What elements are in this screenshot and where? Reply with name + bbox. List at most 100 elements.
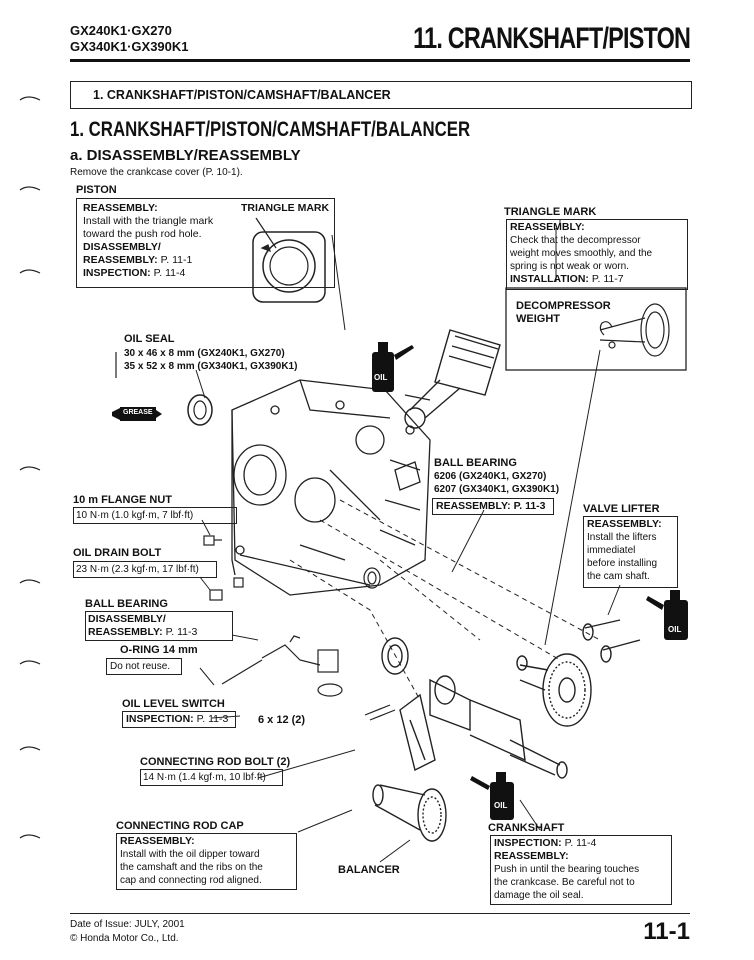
valve-lifter-line3: before installing <box>587 558 658 569</box>
section-title: 1. CRANKSHAFT/PISTON/CAMSHAFT/BALANCER <box>70 118 471 141</box>
decompressor-line1: Check that the decompressor <box>510 235 641 246</box>
bolt-drawing <box>364 704 396 721</box>
crankshaft-line1: Push in until the bearing touches <box>494 864 640 875</box>
flange-nut-torque: 10 N·m (1.0 kgf·m, 7 lbf·ft) <box>76 510 194 521</box>
oil-can-label: OIL <box>374 373 387 382</box>
valve-lifter-line2: immediatel <box>587 545 636 556</box>
decompressor-weight-label-1: DECOMPRESSOR <box>516 300 611 312</box>
margin-mark <box>19 466 41 471</box>
rod-cap-drawing <box>399 693 436 772</box>
ball-bearing-right-drawing <box>363 567 381 589</box>
decompressor-line3: spring is not weak or worn. <box>510 261 629 272</box>
piston-dis-reassembly-ref[interactable]: P. 11-1 <box>157 254 193 266</box>
valve-lifter-label: VALVE LIFTER <box>583 503 660 515</box>
ball-bearing-right-ref[interactable]: REASSEMBLY: P. 11-3 <box>436 500 546 512</box>
decompressor-drawing <box>599 303 670 357</box>
crankshaft-drawing <box>429 675 568 779</box>
grease-tube-icon <box>112 407 162 421</box>
balancer-label: BALANCER <box>338 864 400 876</box>
oring-note-box: Do not reuse. <box>106 658 182 675</box>
oil-level-switch-drawing <box>221 635 343 697</box>
valve-lifters-drawing <box>582 619 641 663</box>
footer-rule <box>70 913 690 914</box>
ball-bearing-left-box: DISASSEMBLY/ REASSEMBLY: P. 11-3 <box>85 611 233 641</box>
crankshaft-line2: the crankcase. Be careful not to <box>494 877 635 888</box>
valve-lifter-line4: the cam shaft. <box>587 571 650 582</box>
oil-level-switch-label: OIL LEVEL SWITCH <box>122 698 225 710</box>
oil-drain-bolt-label: OIL DRAIN BOLT <box>73 547 162 559</box>
oil-seal-size-1: 30 x 46 x 8 mm (GX240K1, GX270) <box>124 348 285 359</box>
decompressor-callout-box: REASSEMBLY: Check that the decompressor … <box>506 219 688 290</box>
chapter-title: 11. CRANKSHAFT/PISTON <box>412 22 691 55</box>
triangle-mark-label: TRIANGLE MARK <box>504 206 597 218</box>
camshaft-drawing <box>516 653 592 727</box>
bolt-size-label: 6 x 12 (2) <box>258 714 306 726</box>
margin-mark <box>19 269 41 274</box>
crankshaft-inspection-ref[interactable]: P. 11-4 <box>561 837 597 849</box>
ball-bearing-right-box: REASSEMBLY: P. 11-3 <box>432 498 554 515</box>
connecting-rod-cap-label: CONNECTING ROD CAP <box>116 820 244 832</box>
connecting-rod-bolt-torque: 14 N·m (1.4 kgf·m, 10 lbf·ft) <box>143 772 266 783</box>
oil-drain-bolt-torque: 23 N·m (2.3 kgf·m, 17 lbf·ft) <box>76 564 199 575</box>
oil-can-icon <box>646 590 688 640</box>
oring-note: Do not reuse. <box>110 661 171 672</box>
ball-bearing-left-heading-1: DISASSEMBLY/ <box>88 613 166 625</box>
oil-can-label: OIL <box>494 801 507 810</box>
piston-rod-drawing <box>404 329 501 429</box>
intro-text: Remove the crankcase cover (P. 10-1). <box>70 167 243 178</box>
piston-reassembly-line1: Install with the triangle mark <box>83 215 214 227</box>
margin-mark <box>19 96 41 101</box>
oil-can-icon <box>372 342 414 392</box>
connecting-rod-cap-line3: cap and connecting rod aligned. <box>120 875 262 886</box>
page-number: 11-1 <box>643 918 690 945</box>
oil-seal-drawing <box>187 394 213 426</box>
decompressor-frame <box>505 287 687 371</box>
oil-can-icon <box>470 772 514 820</box>
oil-level-switch-box: INSPECTION: P. 11-3 <box>122 711 236 728</box>
crankshaft-line3: damage the oil seal. <box>494 890 584 901</box>
toc-entry[interactable]: 1. CRANKSHAFT/PISTON/CAMSHAFT/BALANCER <box>93 88 391 102</box>
ball-bearing-left-heading-2: REASSEMBLY: <box>88 626 163 638</box>
model-line-2: GX340K1·GX390K1 <box>70 39 189 54</box>
piston-dis-reassembly-heading: REASSEMBLY: <box>83 254 158 266</box>
oil-level-switch-ref[interactable]: P. 11-3 <box>193 713 229 725</box>
subsection-title: a. DISASSEMBLY/REASSEMBLY <box>70 147 301 164</box>
decompressor-weight-label-2: WEIGHT <box>516 313 560 325</box>
ball-bearing-left-drawing <box>381 637 409 675</box>
connecting-rod-cap-callout-box: REASSEMBLY: Install with the oil dipper … <box>116 833 297 890</box>
grease-label: GREASE <box>123 409 153 416</box>
crankshaft-label: CRANKSHAFT <box>488 822 565 834</box>
ball-bearing-left-ref[interactable]: P. 11-3 <box>162 626 198 638</box>
margin-mark <box>19 746 41 751</box>
oil-level-switch-inspection-heading: INSPECTION: <box>126 713 194 725</box>
connecting-rod-bolt-torque-box: 14 N·m (1.4 kgf·m, 10 lbf·ft) <box>140 769 283 786</box>
crankshaft-reassembly-heading: REASSEMBLY: <box>494 850 569 862</box>
piston-reassembly-heading: REASSEMBLY: <box>83 202 158 214</box>
footer-date: Date of Issue: JULY, 2001 <box>70 919 185 930</box>
crankcase-drawing <box>231 379 431 596</box>
ball-bearing-right-size-2: 6207 (GX340K1, GX390K1) <box>434 484 560 495</box>
margin-mark <box>19 834 41 839</box>
margin-mark <box>19 186 41 191</box>
piston-reassembly-line2: toward the push rod hole. <box>83 228 202 240</box>
oil-seal-label: OIL SEAL <box>124 333 175 345</box>
footer-copyright: © Honda Motor Co., Ltd. <box>70 933 179 944</box>
toc-box: 1. CRANKSHAFT/PISTON/CAMSHAFT/BALANCER <box>70 81 692 109</box>
oring-label: O-RING 14 mm <box>120 644 198 656</box>
decompressor-installation-ref[interactable]: P. 11-7 <box>588 273 624 285</box>
oil-seal-size-2: 35 x 52 x 8 mm (GX340K1, GX390K1) <box>124 361 298 372</box>
connecting-rod-cap-line2: the camshaft and the ribs on the <box>120 862 263 873</box>
decompressor-reassembly-heading: REASSEMBLY: <box>510 221 585 233</box>
decompressor-line2: weight moves smoothly, and the <box>510 248 653 259</box>
ball-bearing-left-label: BALL BEARING <box>85 598 168 610</box>
decompressor-installation-heading: INSTALLATION: <box>510 273 589 285</box>
piston-inspection-ref[interactable]: P. 11-4 <box>150 267 186 279</box>
margin-mark <box>19 579 41 584</box>
ball-bearing-right-size-1: 6206 (GX240K1, GX270) <box>434 471 547 482</box>
oil-drain-bolt-torque-box: 23 N·m (2.3 kgf·m, 17 lbf·ft) <box>73 561 217 578</box>
valve-lifter-line1: Install the lifters <box>587 532 657 543</box>
connecting-rod-cap-reassembly-heading: REASSEMBLY: <box>120 835 195 847</box>
piston-label: PISTON <box>76 184 117 196</box>
connecting-rod-cap-line1: Install with the oil dipper toward <box>120 849 260 860</box>
